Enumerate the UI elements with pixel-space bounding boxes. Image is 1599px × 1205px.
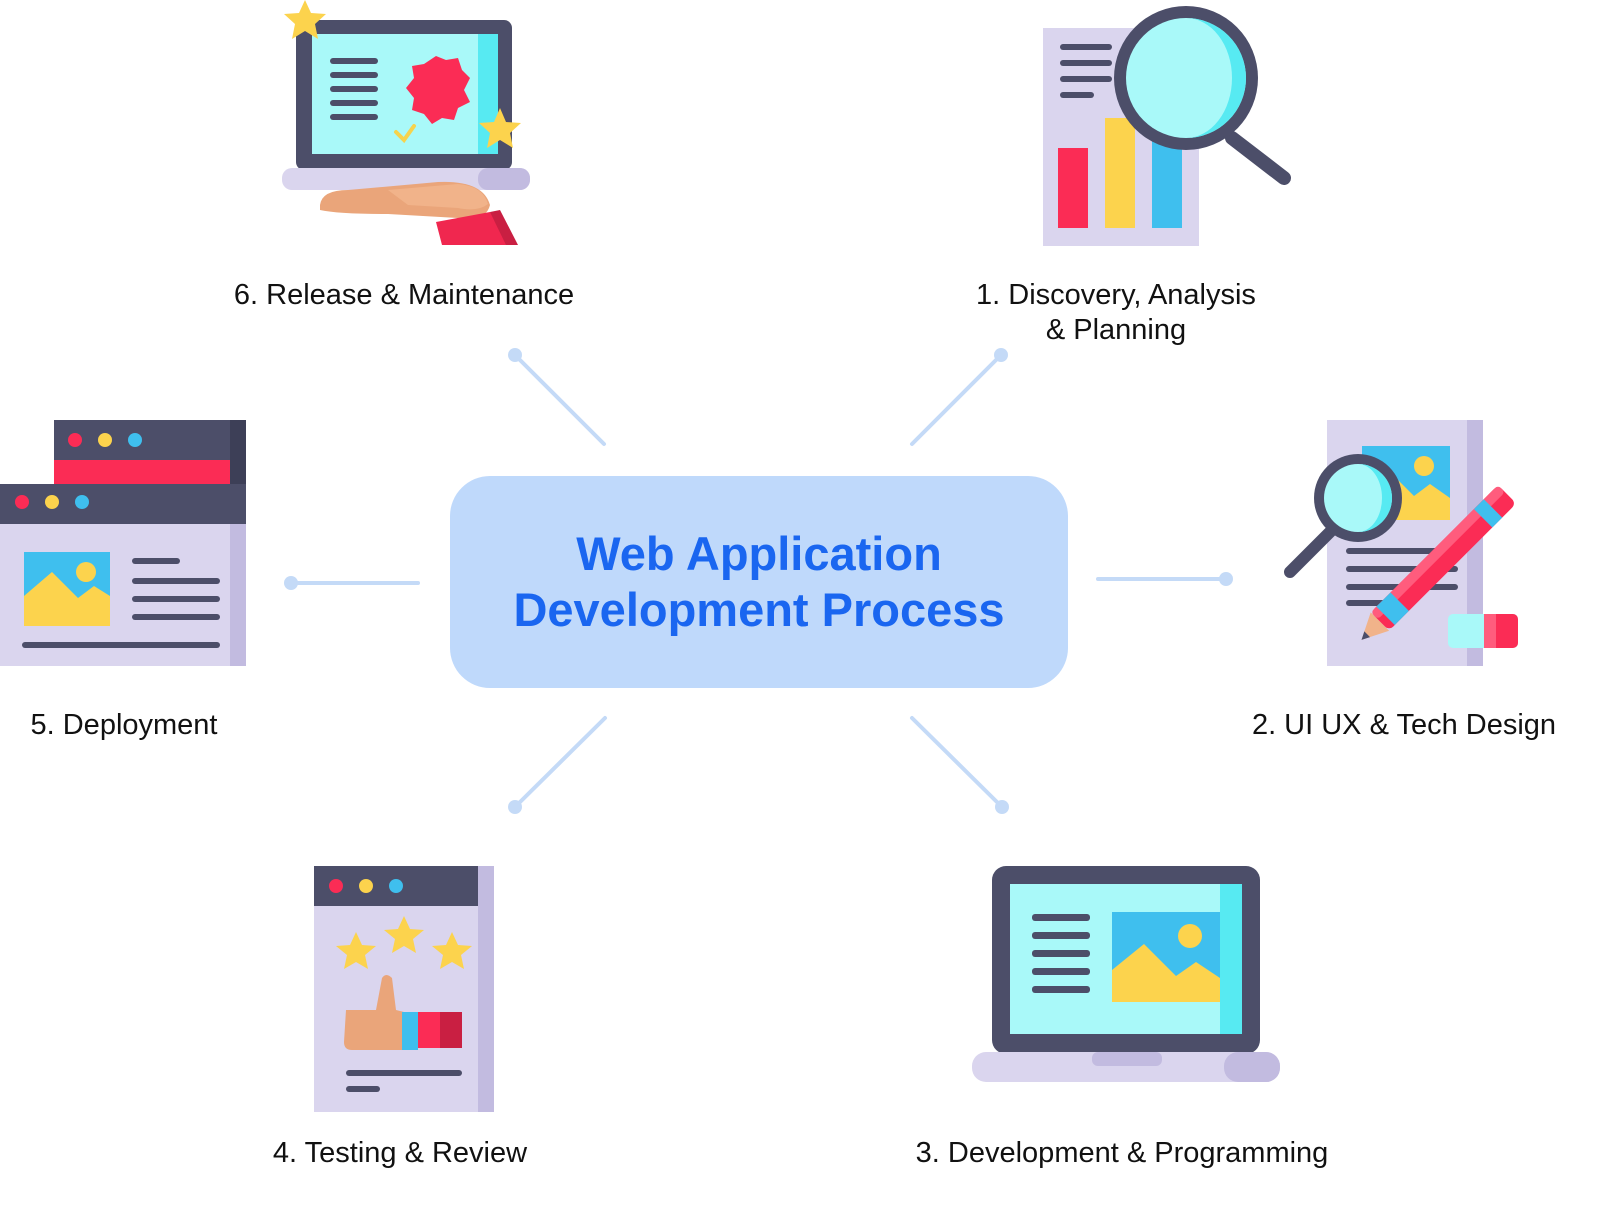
review-thumbs-up-icon (312, 866, 497, 1116)
connector-step-1 (910, 353, 1003, 446)
connector-dot-3 (995, 800, 1009, 814)
magnifier-chart-icon (1036, 0, 1296, 250)
connector-dot-6 (508, 348, 522, 362)
browser-windows-icon (0, 420, 250, 670)
step-label-4: 4. Testing & Review (272, 1137, 528, 1169)
connector-step-4 (513, 716, 607, 809)
center-title-box: Web Application Development Process (450, 476, 1068, 688)
connector-step-3 (910, 716, 1004, 809)
connector-dot-5 (284, 576, 298, 590)
design-document-pencil-icon (1280, 420, 1535, 670)
title-line-1: Web Application (576, 527, 942, 580)
step-label-1: 1. Discovery, Analysis & Planning (976, 279, 1256, 346)
laptop-icon (970, 866, 1285, 1086)
step-label-5: 5. Deployment (30, 709, 218, 741)
step-label-2: 2. UI UX & Tech Design (1251, 709, 1557, 741)
connector-dot-2 (1219, 572, 1233, 586)
step-label-3: 3. Development & Programming (915, 1137, 1329, 1169)
connector-dot-1 (994, 348, 1008, 362)
connector-step-6 (513, 353, 606, 446)
laptop-hand-badge-icon (278, 0, 533, 250)
step-label-6: 6. Release & Maintenance (233, 279, 575, 311)
connector-dot-4 (508, 800, 522, 814)
title-line-2: Development Process (513, 583, 1005, 636)
